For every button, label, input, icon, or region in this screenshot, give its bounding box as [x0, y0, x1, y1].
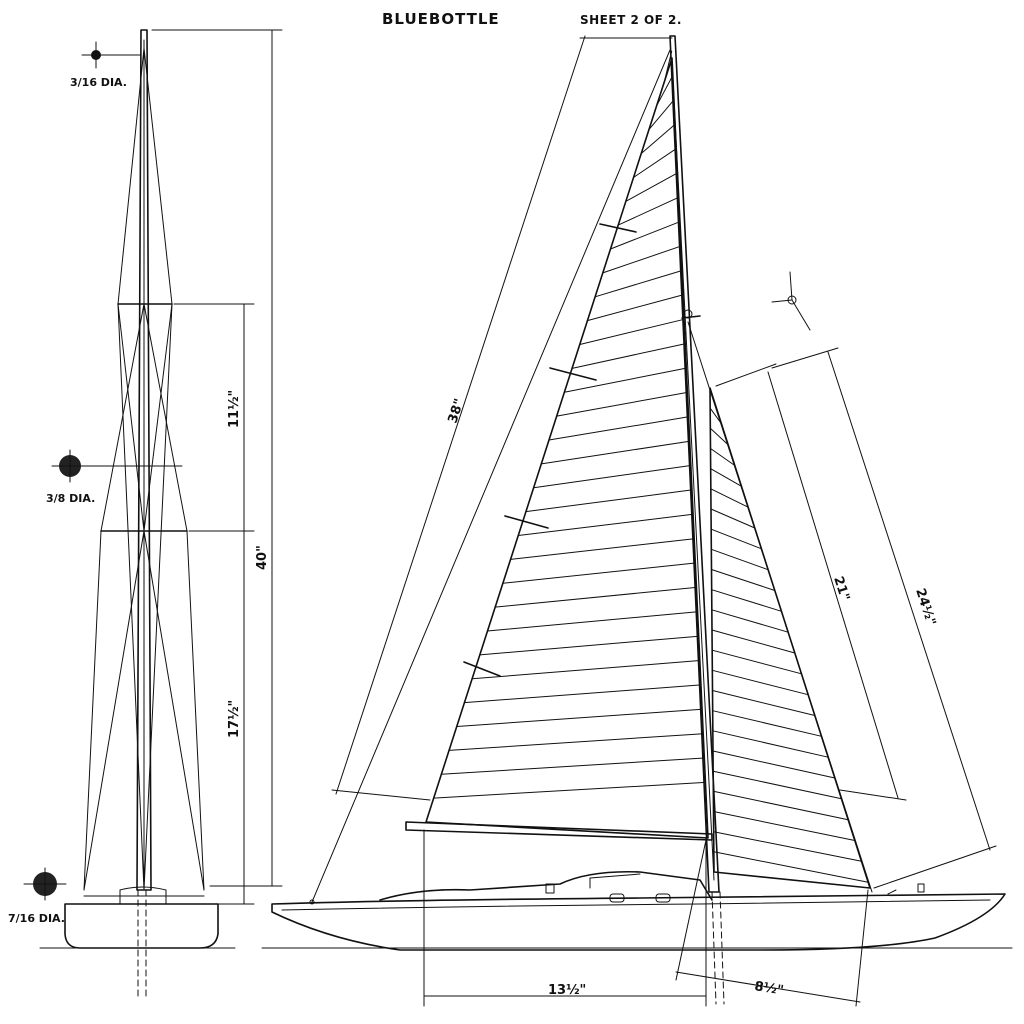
sail-panel-line: [525, 489, 693, 513]
side-mast: [669, 35, 720, 893]
sail-panel-line: [602, 245, 682, 274]
sail-panel-line: [640, 123, 676, 154]
sail-panel-line: [563, 367, 687, 393]
side-hull: [271, 893, 1006, 951]
drawing-title: BLUEBOTTLE: [382, 10, 500, 28]
top-diameter-label: 3/16 DIA.: [70, 76, 127, 89]
sail-panel-line: [494, 586, 697, 608]
mast-height-label: 40": [255, 545, 270, 570]
sail-panel-line: [663, 50, 673, 83]
sail-panel-line: [617, 196, 679, 226]
jib-foot-dimension: [675, 839, 869, 1007]
sail-panel-line: [709, 427, 729, 446]
mainsail: [425, 57, 709, 839]
sail-panel-line: [710, 548, 769, 571]
sail-panel-line: [610, 221, 681, 250]
front-shrouds: [83, 47, 205, 891]
sail-panel-line: [712, 710, 822, 737]
sail-panel-line: [711, 669, 809, 696]
sail-panel-line: [710, 448, 736, 466]
sail-panel-line: [510, 538, 695, 560]
sail-panel-line: [487, 611, 699, 632]
side-elevation: 38" 21" 24½" 13½" 8½": [261, 35, 1013, 1007]
sail-panel-line: [556, 391, 688, 417]
sail-panel-line: [712, 730, 829, 758]
sail-panel-line: [711, 589, 782, 612]
sail-panel-line: [433, 781, 706, 799]
jib-panel-lines: [709, 407, 869, 883]
sail-panel-line: [710, 468, 742, 487]
mainsail-panel-lines: [433, 50, 706, 799]
boom-dimension: [423, 829, 707, 1007]
sail-panel-line: [625, 172, 678, 202]
sheet-number: SHEET 2 OF 2.: [580, 13, 682, 27]
front-deckhouse: [119, 886, 167, 905]
sail-panel-line: [448, 733, 704, 751]
mainsail-luff-dimension: [331, 35, 673, 801]
sail-panel-line: [711, 629, 796, 654]
sail-panel-line: [571, 343, 686, 369]
sail-panel-line: [713, 831, 862, 862]
sail-panel-line: [712, 770, 842, 800]
lower-spread-label: 17½": [227, 700, 242, 738]
jib-foot-label: 8½": [753, 979, 784, 998]
forestay: [687, 321, 873, 893]
mainsail-battens: [463, 223, 637, 677]
sail-panel-line: [711, 609, 789, 633]
middle-diameter-label: 3/8 DIA.: [46, 492, 95, 505]
sail-panel-line: [579, 318, 685, 345]
jib-inner-label: 21": [830, 575, 852, 603]
sail-panel-line: [656, 75, 674, 107]
top-section-marker: [81, 41, 141, 69]
sail-panel-line: [710, 488, 749, 508]
middle-section-marker: [51, 449, 183, 483]
sail-panel-line: [517, 513, 694, 536]
front-mast: [136, 29, 152, 891]
backstay: [311, 49, 671, 903]
side-cabin: [379, 870, 713, 901]
boom-length-label: 13½": [548, 983, 586, 998]
sail-panel-line: [713, 851, 869, 883]
sail-panel-line: [479, 635, 700, 656]
sail-panel-line: [594, 270, 683, 298]
sail-panel-line: [710, 508, 756, 529]
sail-panel-line: [711, 569, 776, 591]
sail-panel-line: [713, 811, 856, 841]
front-elevation: 3/16 DIA. 3/8 DIA. 7/16 DIA. 40": [8, 29, 283, 1001]
sail-panel-line: [463, 684, 702, 704]
sail-panel-line: [712, 750, 836, 779]
sail-panel-line: [533, 465, 692, 489]
jib-inner-dimension: [715, 363, 907, 801]
front-hull-section: [64, 903, 219, 949]
sail-panel-line: [471, 660, 701, 680]
spreader-dimensions: [173, 303, 255, 905]
jib-outer-dimension: [771, 347, 997, 889]
mainsail-luff-label: 38": [446, 397, 468, 425]
bottom-section-marker: [23, 867, 67, 901]
sail-panel-line: [633, 148, 677, 178]
sail-panel-line: [712, 690, 816, 716]
sail-panel-line: [712, 790, 849, 821]
bottom-diameter-label: 7/16 DIA.: [8, 912, 65, 925]
wind-indicator-icon: [771, 271, 811, 331]
sail-panel-line: [540, 440, 691, 465]
upper-spread-label: 11½": [227, 390, 242, 428]
sail-panel-line: [710, 528, 762, 550]
sail-panel-line: [648, 99, 675, 131]
sail-panel-line: [456, 708, 703, 727]
sail-panel-line: [502, 562, 696, 584]
sail-panel-line: [586, 294, 684, 322]
mast-height-dimension: [151, 29, 283, 887]
sail-panel-line: [711, 649, 802, 675]
sail-panel-line: [440, 757, 705, 775]
sail-panel-line: [548, 416, 690, 441]
boom: [405, 821, 713, 841]
